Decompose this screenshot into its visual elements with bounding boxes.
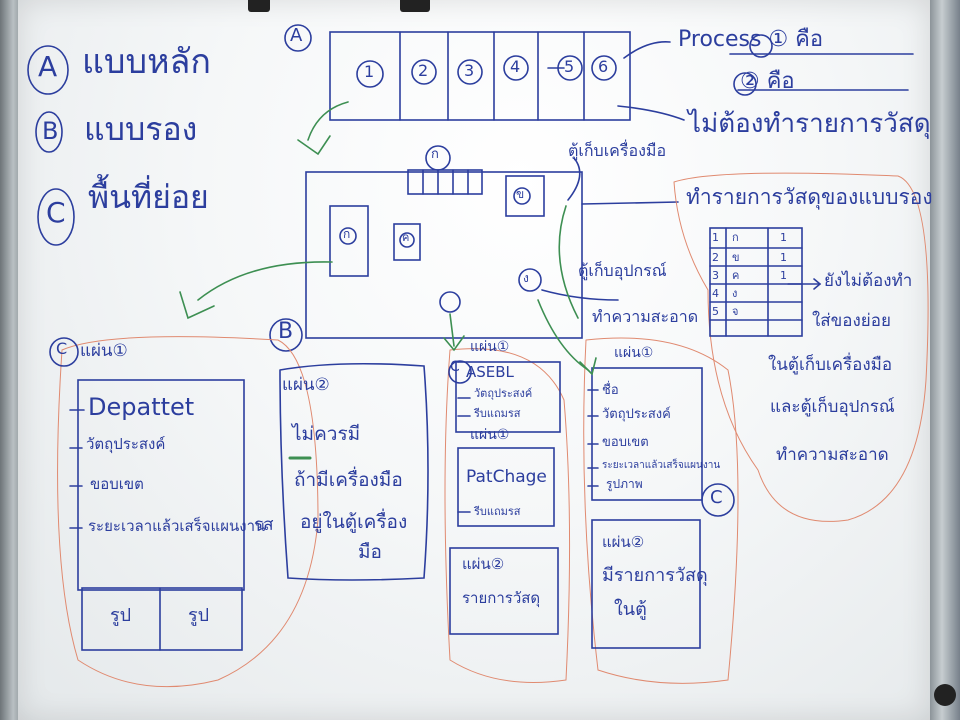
- table-row-qty: 1: [780, 252, 787, 264]
- table-row-no: 4: [712, 288, 719, 300]
- table-row-code: ก: [732, 232, 739, 244]
- main-plan-slot: 1: [364, 63, 374, 81]
- photo-placeholder: รูป: [110, 606, 131, 626]
- legend-b-text: แบบรอง: [84, 112, 197, 147]
- sheet-bullet: รูปภาพ: [606, 478, 643, 491]
- plan-box-label: ค: [402, 232, 409, 244]
- table-row-no: 1: [712, 232, 719, 244]
- zone-c-letter: C: [56, 340, 67, 358]
- legend-a-text: แบบหลัก: [82, 44, 211, 81]
- whiteboard-frame-right: [930, 0, 960, 720]
- plan-box-label: ข: [516, 188, 524, 201]
- zone-c-letter: C: [710, 488, 723, 508]
- table-row-no: 5: [712, 306, 719, 318]
- table-row-qty: 1: [780, 270, 787, 282]
- sheet-heading: Depattet: [88, 394, 194, 420]
- sheet-title: แผ่น②: [462, 556, 504, 573]
- process-2-note: ② คือ: [740, 70, 795, 94]
- zone-c-letter: C: [450, 360, 460, 375]
- list-note-line: ในตู้เก็บเครื่องมือ: [768, 356, 892, 375]
- sheet-bullet: รีบแถมรส: [474, 408, 521, 420]
- sheet-title: แผ่น①: [80, 342, 128, 361]
- tool-cabinet-label: ตู้เก็บเครื่องมือ: [568, 142, 666, 160]
- sheet-title: แผ่น①: [614, 346, 653, 361]
- sheet-bullet: ชื่อ: [602, 384, 619, 398]
- plan-box-label: ก: [343, 228, 350, 241]
- sheet-bullet: รีบแถมรส: [474, 506, 521, 518]
- sheet-heading: ASEBL: [466, 364, 514, 381]
- sheet-bullet: ขอบเขต: [602, 436, 649, 450]
- process-1-note: Process ① คือ: [678, 28, 823, 52]
- legend-c-letter: C: [46, 198, 66, 229]
- main-plan-slot: 6: [598, 58, 608, 76]
- list-note-line: ยังไม่ต้องทำ: [824, 272, 912, 291]
- main-plan-slot: 4: [510, 58, 520, 76]
- whiteboard: A แบบหลัก B แบบรอง C พื้นที่ย่อย A 1 2 3…: [18, 0, 930, 720]
- main-plan-letter: A: [290, 26, 302, 46]
- sheet-bullet: วัตถุประสงค์: [474, 388, 532, 400]
- sheet-line: รายการวัสดุ: [462, 590, 540, 607]
- main-plan-slot: 2: [418, 62, 428, 80]
- sheet-line: มีรายการวัสดุ: [602, 566, 708, 586]
- list-note-line: ทำความสะอาด: [776, 446, 889, 465]
- sheet-bullet: ขอบเขต: [90, 476, 144, 493]
- main-plan-slot: 5: [564, 58, 574, 76]
- sheet-title: แผ่น①: [470, 428, 509, 443]
- supply-cabinet-label: ตู้เก็บอุปกรณ์: [578, 262, 667, 280]
- sheet-bullet: ระยะเวลาแล้วเสร็จแผนงาน: [602, 460, 720, 471]
- secondary-plan-letter: B: [278, 320, 293, 344]
- table-row-no: 3: [712, 270, 719, 282]
- supply-cabinet-label: ทำความสะอาด: [592, 308, 698, 326]
- plan-box-label: ง: [523, 272, 529, 285]
- sheet-bullet: วัตถุประสงค์: [602, 408, 671, 422]
- legend-c-text: พื้นที่ย่อย: [88, 180, 209, 215]
- sheet-title: แผ่น②: [282, 376, 330, 395]
- table-row-code: ง: [732, 288, 737, 300]
- sheet-side-note: รส: [254, 516, 274, 535]
- list-note-line: และตู้เก็บอุปกรณ์: [770, 398, 895, 417]
- table-row-qty: 1: [780, 232, 787, 244]
- no-goods-note: ไม่ต้องทำรายการวัสดุ: [688, 110, 931, 139]
- legend-b-letter: B: [42, 118, 58, 144]
- sheet-bullet: ระยะเวลาแล้วเสร็จแผนงาน: [88, 518, 265, 535]
- list-note-line: ใส่ของย่อย: [812, 312, 891, 331]
- photo-placeholder: รูป: [188, 606, 209, 626]
- table-row-no: 2: [712, 252, 719, 264]
- sheet-heading: PatChage: [466, 468, 547, 487]
- table-row-code: จ: [732, 306, 738, 318]
- sheet-title: แผ่น②: [602, 534, 644, 551]
- plan-marker: ก: [431, 148, 439, 162]
- table-row-code: ข: [732, 252, 740, 264]
- main-plan-slot: 3: [464, 62, 474, 80]
- legend-a-letter: A: [38, 52, 57, 83]
- material-list-title: ทำรายการวัสดุของแบบรอง: [686, 186, 933, 209]
- sheet-line: ไม่ควรมี: [292, 424, 360, 445]
- sheet-line: อยู่ในตู้เครื่อง: [300, 512, 407, 533]
- sheet-title: แผ่น①: [470, 340, 509, 355]
- sheet-line: ถ้ามีเครื่องมือ: [294, 470, 403, 491]
- table-row-code: ค: [732, 270, 739, 282]
- sheet-bullet: วัตถุประสงค์: [86, 436, 165, 453]
- magnet-icon: [934, 684, 956, 706]
- sheet-line: ในตู้: [614, 600, 647, 620]
- sheet-line: มือ: [358, 542, 382, 563]
